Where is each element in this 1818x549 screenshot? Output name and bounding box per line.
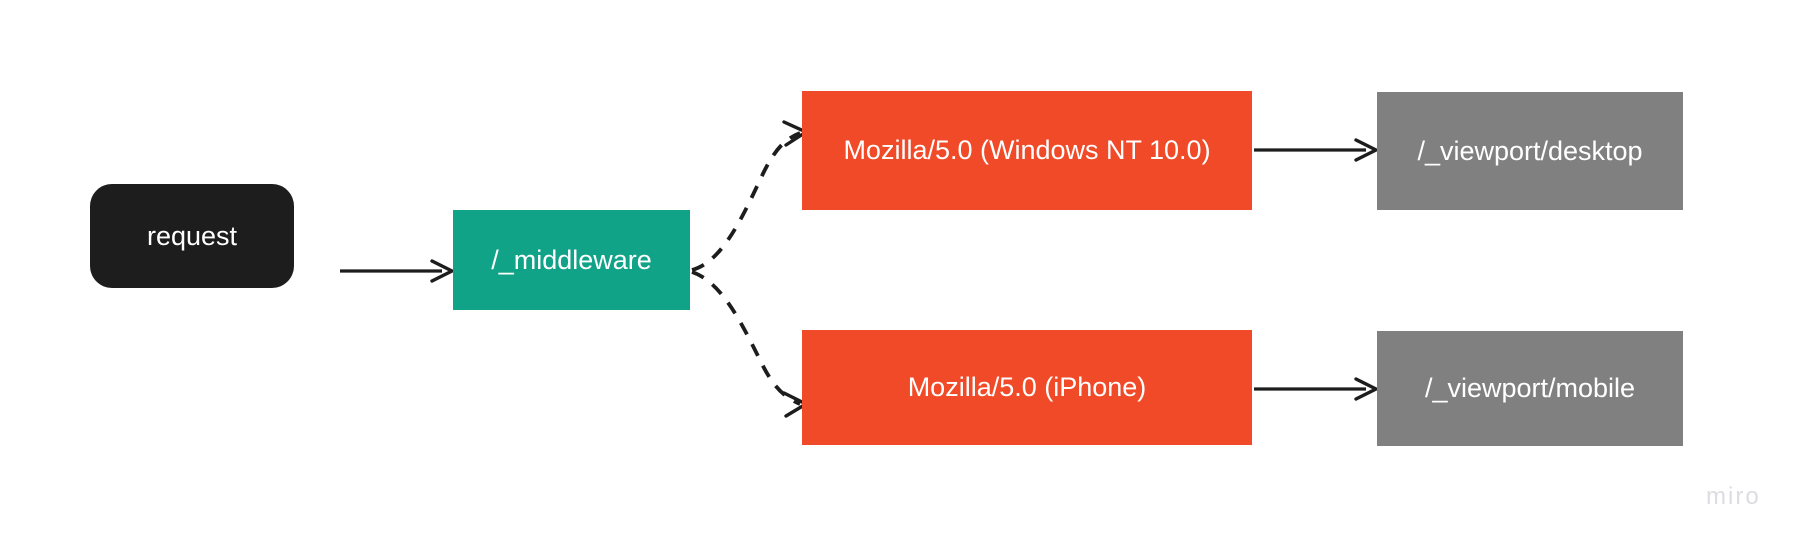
node-request-label: request [146, 220, 238, 251]
node-user-agent-desktop-label: Mozilla/5.0 (Windows NT 10.0) [843, 135, 1211, 166]
edge-ua-mobile-to-viewport-mobile [1254, 377, 1378, 401]
node-viewport-desktop[interactable]: /_viewport/desktop [1377, 92, 1683, 210]
edge-ua-desktop-to-viewport-desktop [1254, 138, 1378, 162]
miro-watermark: miro [1706, 483, 1761, 510]
edge-middleware-to-ua-desktop [691, 120, 808, 272]
node-user-agent-mobile-label: Mozilla/5.0 (iPhone) [907, 372, 1147, 403]
node-viewport-mobile-label: /_viewport/mobile [1424, 373, 1636, 404]
node-viewport-desktop-label: /_viewport/desktop [1417, 135, 1643, 166]
node-user-agent-desktop[interactable]: Mozilla/5.0 (Windows NT 10.0) [802, 91, 1252, 210]
node-viewport-mobile[interactable]: /_viewport/mobile [1377, 331, 1683, 446]
node-request[interactable]: request [90, 184, 294, 288]
edge-middleware-to-ua-mobile [691, 270, 808, 418]
node-user-agent-mobile[interactable]: Mozilla/5.0 (iPhone) [802, 330, 1252, 445]
edge-request-to-middleware [340, 259, 454, 283]
node-middleware-label: /_middleware [491, 244, 652, 275]
node-middleware[interactable]: /_middleware [453, 210, 690, 310]
